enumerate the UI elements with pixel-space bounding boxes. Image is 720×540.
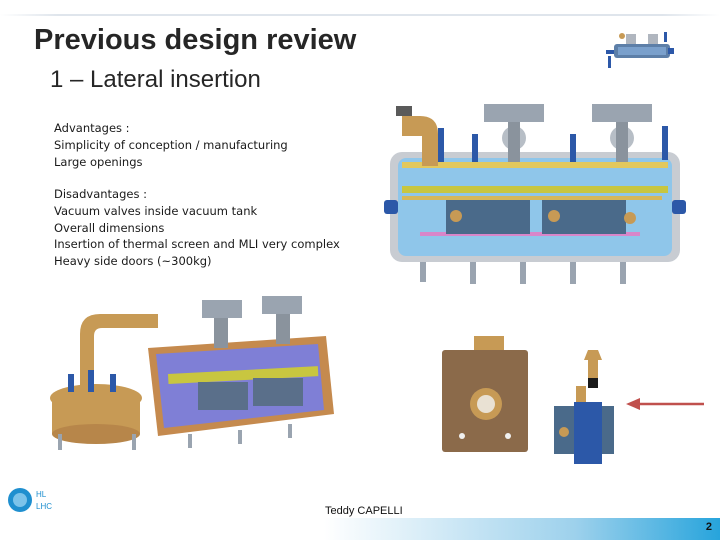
arrow-indicator-icon (626, 398, 704, 410)
page-number: 2 (705, 521, 712, 533)
footer-bar (0, 518, 720, 540)
cryostat-thumbnail-image (606, 32, 674, 68)
disadvantage-item: Insertion of thermal screen and MLI very… (54, 237, 340, 252)
advantage-item: Simplicity of conception / manufacturing (54, 137, 288, 152)
slide-title: Previous design review (34, 24, 357, 56)
svg-text:LHC: LHC (36, 502, 52, 511)
disadvantages-block: Disadvantages : Vacuum valves inside vac… (54, 186, 340, 270)
author-name: Teddy CAPELLI (325, 505, 403, 517)
svg-text:HL: HL (36, 490, 47, 499)
disadvantage-item: Vacuum valves inside vacuum tank (54, 203, 258, 218)
advantage-item: Large openings (54, 154, 143, 169)
side-door-image (442, 336, 528, 452)
hl-lhc-logo: HL LHC (8, 488, 52, 512)
cryostat-3d-image (50, 296, 334, 450)
advantages-block: Advantages : Simplicity of conception / … (54, 120, 288, 170)
disadvantage-item: Overall dimensions (54, 220, 165, 235)
advantages-heading: Advantages : (54, 121, 130, 135)
disadvantage-item: Heavy side doors (~300kg) (54, 254, 212, 269)
cryostat-section-image (384, 104, 686, 284)
slide-subtitle: 1 – Lateral insertion (50, 66, 261, 93)
disadvantages-heading: Disadvantages : (54, 187, 147, 201)
side-view-image (554, 350, 614, 464)
top-rule (0, 14, 720, 16)
